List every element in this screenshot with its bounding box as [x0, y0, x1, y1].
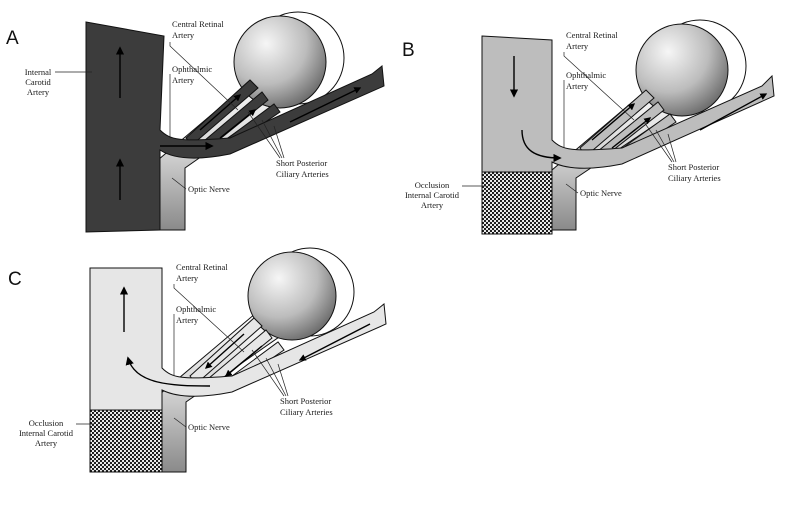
- panel-letter: B: [402, 40, 415, 61]
- svg-text:Ciliary Arteries: Ciliary Arteries: [280, 407, 333, 417]
- svg-text:Short Posterior: Short Posterior: [276, 158, 327, 168]
- optic-nerve-label: Optic Nerve: [565, 183, 622, 198]
- internal-carotid-label: Internal Carotid Artery: [25, 67, 92, 97]
- panel-c: C Central Retinal Artery Ophthalmic Ar: [8, 247, 387, 473]
- svg-text:Artery: Artery: [176, 315, 199, 325]
- panel-a: A Internal Carotid Artery: [6, 11, 385, 233]
- central-retinal-label: Central Retinal Artery: [563, 30, 635, 121]
- eyeball: [233, 11, 345, 109]
- occlusion-block: [89, 409, 163, 473]
- svg-text:Ophthalmic: Ophthalmic: [566, 70, 606, 80]
- svg-text:Artery: Artery: [35, 438, 58, 448]
- panel-letter: A: [6, 28, 19, 49]
- occlusion-label: Occlusion Internal Carotid Artery: [19, 418, 94, 448]
- svg-text:Carotid: Carotid: [25, 77, 51, 87]
- flow-arrow-branch-reversed: [204, 333, 245, 369]
- svg-text:Central Retinal: Central Retinal: [172, 19, 224, 29]
- flow-arrow-branch-reversed: [224, 345, 263, 377]
- central-retinal-label: Central Retinal Artery: [169, 19, 239, 111]
- svg-text:Internal Carotid: Internal Carotid: [19, 428, 74, 438]
- eyeball: [635, 19, 747, 117]
- short-posterior-label: Short Posterior Ciliary Arteries: [643, 121, 721, 183]
- flow-arrow-branch: [219, 109, 257, 139]
- flow-arrow-branch: [611, 117, 652, 149]
- internal-carotid-artery: [89, 267, 387, 411]
- flow-arrow-ophthalmic: [521, 129, 562, 163]
- svg-text:Ciliary Arteries: Ciliary Arteries: [276, 169, 329, 179]
- flow-arrows: [115, 46, 362, 200]
- svg-text:Optic Nerve: Optic Nerve: [580, 188, 622, 198]
- flow-arrow-branch: [591, 103, 636, 141]
- ophthalmic-label: Ophthalmic Artery: [169, 64, 212, 138]
- flow-arrows: [509, 56, 768, 163]
- svg-text:Artery: Artery: [566, 81, 589, 91]
- flow-arrow-branch: [199, 94, 242, 131]
- panel-b: B Central Retinal Artery Ophthalmic Ar: [402, 19, 775, 235]
- panel-letter: C: [8, 269, 22, 290]
- svg-text:Artery: Artery: [172, 75, 195, 85]
- svg-text:Artery: Artery: [176, 273, 199, 283]
- short-posterior-label: Short Posterior Ciliary Arteries: [247, 111, 329, 179]
- internal-carotid-artery: [481, 35, 775, 173]
- svg-text:Ciliary Arteries: Ciliary Arteries: [668, 173, 721, 183]
- central-retinal-label: Central Retinal Artery: [173, 262, 245, 353]
- svg-text:Optic Nerve: Optic Nerve: [188, 184, 230, 194]
- svg-text:Short Posterior: Short Posterior: [280, 396, 331, 406]
- svg-text:Artery: Artery: [27, 87, 50, 97]
- svg-text:Internal Carotid: Internal Carotid: [405, 190, 460, 200]
- ophthalmic-label: Ophthalmic Artery: [563, 70, 606, 148]
- internal-carotid-artery: [85, 21, 385, 233]
- svg-text:Artery: Artery: [421, 200, 444, 210]
- svg-text:Artery: Artery: [566, 41, 589, 51]
- optic-nerve-label: Optic Nerve: [173, 417, 230, 432]
- short-posterior-label: Short Posterior Ciliary Arteries: [251, 349, 333, 417]
- occlusion-block: [481, 171, 553, 235]
- svg-text:Central Retinal: Central Retinal: [566, 30, 618, 40]
- svg-text:Ophthalmic: Ophthalmic: [172, 64, 212, 74]
- flow-arrow-reversed: [125, 356, 211, 387]
- flow-arrow-distal-reversed: [298, 323, 371, 361]
- svg-text:Occlusion: Occlusion: [415, 180, 450, 190]
- optic-nerve-label: Optic Nerve: [171, 177, 230, 194]
- svg-text:Optic Nerve: Optic Nerve: [188, 422, 230, 432]
- svg-text:Internal: Internal: [25, 67, 52, 77]
- svg-text:Artery: Artery: [172, 30, 195, 40]
- flow-arrows: [119, 286, 371, 387]
- eyeball: [247, 247, 355, 341]
- flow-arrow-distal: [699, 93, 768, 131]
- svg-text:Occlusion: Occlusion: [29, 418, 64, 428]
- occlusion-label: Occlusion Internal Carotid Artery: [405, 180, 486, 210]
- svg-text:Central Retinal: Central Retinal: [176, 262, 228, 272]
- svg-text:Short Posterior: Short Posterior: [668, 162, 719, 172]
- flow-arrow-distal: [289, 87, 362, 123]
- ophthalmic-label: Ophthalmic Artery: [173, 304, 216, 376]
- svg-text:Ophthalmic: Ophthalmic: [176, 304, 216, 314]
